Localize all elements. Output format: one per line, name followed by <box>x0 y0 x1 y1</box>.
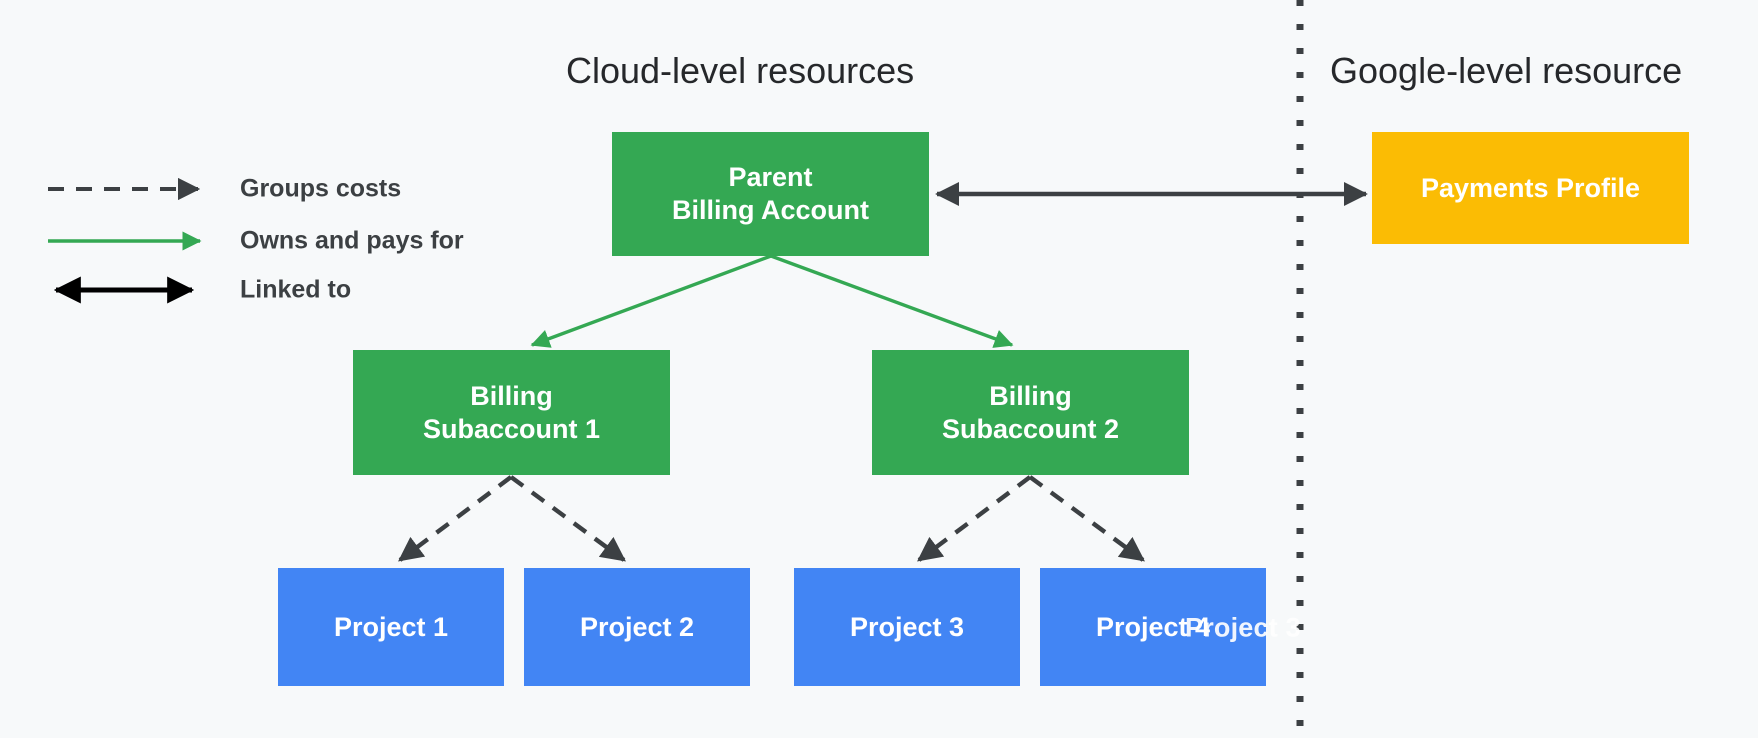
connector-subaccount-2-to-project-4 <box>1028 475 1145 562</box>
connector-parent-to-subaccount-2 <box>770 254 1014 348</box>
node-project-2[interactable]: Project 2 <box>524 568 750 686</box>
section-title-cloud-level-resources: Cloud-level resources <box>566 50 915 91</box>
ghost-project-3-artifact: Project 3 <box>1185 612 1301 643</box>
node-billing-subaccount-2[interactable]: Billing Subaccount 2 <box>872 350 1189 475</box>
connector-subaccount-2-to-project-3 <box>917 475 1032 562</box>
node-project-3[interactable]: Project 3 <box>794 568 1020 686</box>
node-parent-billing-account[interactable]: Parent Billing Account <box>612 132 929 256</box>
node-payments-profile[interactable]: Payments Profile <box>1372 132 1689 244</box>
connector-parent-to-subaccount-1 <box>530 254 772 348</box>
legend-label-owns-and-pays-for: Owns and pays for <box>240 226 464 255</box>
connector-subaccount-1-to-project-2 <box>509 475 626 562</box>
node-project-4[interactable]: Project 4 <box>1040 568 1266 686</box>
connector-subaccount-1-to-project-1 <box>398 475 513 562</box>
legend-label-linked-to: Linked to <box>240 275 352 304</box>
node-project-1[interactable]: Project 1 <box>278 568 504 686</box>
node-billing-subaccount-1[interactable]: Billing Subaccount 1 <box>353 350 670 475</box>
section-title-google-level-resource: Google-level resource <box>1330 50 1683 91</box>
legend-label-groups-costs: Groups costs <box>240 174 402 203</box>
